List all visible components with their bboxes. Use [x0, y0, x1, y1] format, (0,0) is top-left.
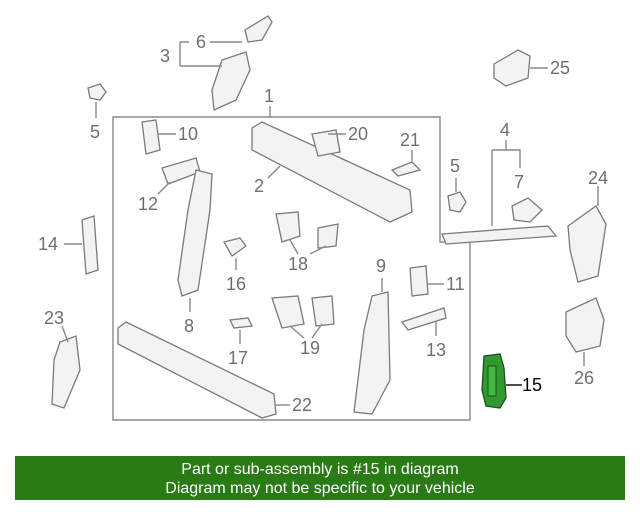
part-20-bracket: [311, 129, 341, 157]
callout-11: 11: [446, 274, 465, 294]
part-23-bracket: [51, 335, 81, 409]
part-13-bracket: [400, 307, 447, 331]
callout-6: 6: [196, 32, 206, 52]
callout-1: 1: [264, 86, 274, 106]
callout-4: 4: [500, 120, 510, 140]
part-5-bolt-right: [447, 191, 467, 213]
part-18-bracket-a: [275, 211, 301, 243]
callout-5-right: 5: [450, 156, 460, 176]
part-14-bracket: [81, 215, 99, 275]
part-19-bracket-b: [311, 295, 335, 327]
callout-5-left: 5: [90, 122, 100, 142]
part-17-clip: [229, 317, 253, 329]
banner-line-2: Diagram may not be specific to your vehi…: [165, 480, 475, 497]
part-6-bracket: [244, 15, 273, 43]
callout-3: 3: [160, 46, 170, 66]
part-5-bolt-left: [87, 83, 107, 101]
callout-7: 7: [514, 172, 524, 192]
part-19-bracket-a: [271, 295, 305, 329]
callout-12: 12: [138, 194, 158, 214]
callout-10: 10: [178, 124, 198, 144]
part-11-bracket: [409, 265, 429, 297]
part-3-bracket: [211, 51, 251, 111]
part-8-support: [177, 169, 213, 297]
part-10-bracket: [141, 119, 161, 155]
callout-17: 17: [228, 348, 248, 368]
part-9-support: [353, 291, 391, 415]
callout-2: 2: [254, 176, 264, 196]
parts-diagram: 1 6 3 5 25 10 2 20 21 12 8 18 16 9: [38, 15, 608, 421]
banner-line-1: Part or sub-assembly is #15 in diagram: [181, 461, 459, 478]
part-25-bracket: [493, 49, 531, 87]
callout-14: 14: [38, 234, 58, 254]
part-7-bracket: [511, 197, 543, 223]
part-26-bracket: [565, 297, 605, 353]
part-21-plate: [390, 161, 422, 177]
callout-26: 26: [574, 368, 594, 388]
part-18-bracket-b: [317, 223, 339, 249]
part-4-crossbar: [441, 225, 558, 245]
callout-15: 15: [522, 375, 542, 395]
part-22-crossmember: [117, 321, 277, 419]
callout-23: 23: [44, 308, 64, 328]
callout-8: 8: [184, 316, 194, 336]
callout-13: 13: [426, 340, 446, 360]
info-banner: Part or sub-assembly is #15 in diagram D…: [15, 456, 625, 500]
callout-22: 22: [292, 395, 312, 415]
callout-24: 24: [588, 168, 608, 188]
part-24-bracket: [567, 205, 607, 283]
part-16-clip: [223, 237, 247, 257]
callout-20: 20: [348, 124, 368, 144]
callout-21: 21: [400, 130, 420, 150]
callout-25: 25: [550, 58, 570, 78]
part-2-crossmember: [251, 121, 413, 223]
callout-19: 19: [300, 338, 320, 358]
callout-9: 9: [376, 256, 386, 276]
callout-16: 16: [226, 274, 246, 294]
callout-18: 18: [288, 254, 308, 274]
